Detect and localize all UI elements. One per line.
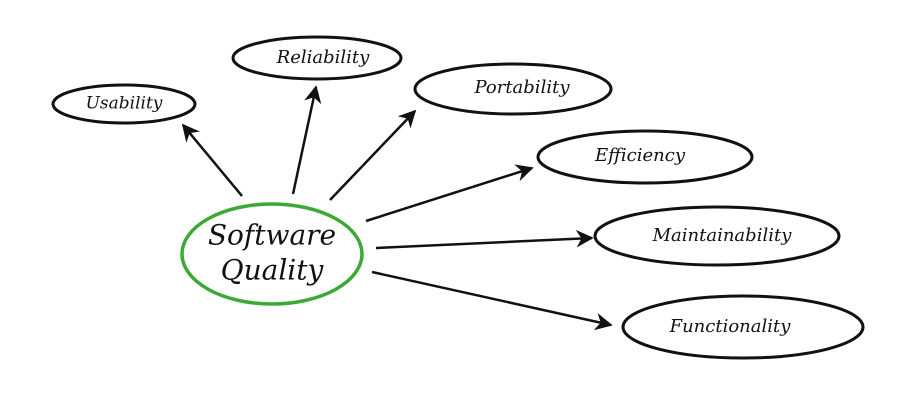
arrow-maintainability [375, 229, 594, 250]
arrow-functionality [371, 270, 613, 331]
center-title-line-2: Quality [221, 254, 325, 287]
node-reliability-label: Reliability [276, 47, 370, 68]
node-reliability-outline [231, 35, 403, 81]
node-functionality-outline [621, 294, 865, 360]
node-functionality: Functionality [621, 294, 865, 360]
node-maintainability: Maintainability [593, 205, 841, 267]
arrow-usability [181, 123, 243, 197]
node-portability-label: Portability [474, 77, 571, 98]
center-node-outline [180, 202, 364, 306]
arrow-portability [329, 109, 417, 201]
node-efficiency: Efficiency [536, 129, 754, 185]
node-maintainability-label: Maintainability [652, 225, 793, 246]
node-maintainability-outline [593, 205, 841, 267]
center-title-line-1: Software [208, 219, 336, 252]
center-node: Software Quality [180, 202, 364, 306]
node-usability-label: Usability [86, 94, 163, 114]
node-reliability: Reliability [231, 35, 403, 81]
node-efficiency-outline [536, 129, 754, 185]
node-usability-outline [51, 83, 197, 125]
node-functionality-label: Functionality [669, 316, 792, 337]
node-portability: Portability [413, 62, 613, 116]
connector-arrows [181, 85, 613, 331]
node-portability-outline [413, 62, 613, 116]
node-usability: Usability [51, 83, 197, 125]
arrow-efficiency [365, 164, 534, 223]
node-efficiency-label: Efficiency [594, 145, 686, 166]
arrow-reliability [291, 85, 322, 195]
